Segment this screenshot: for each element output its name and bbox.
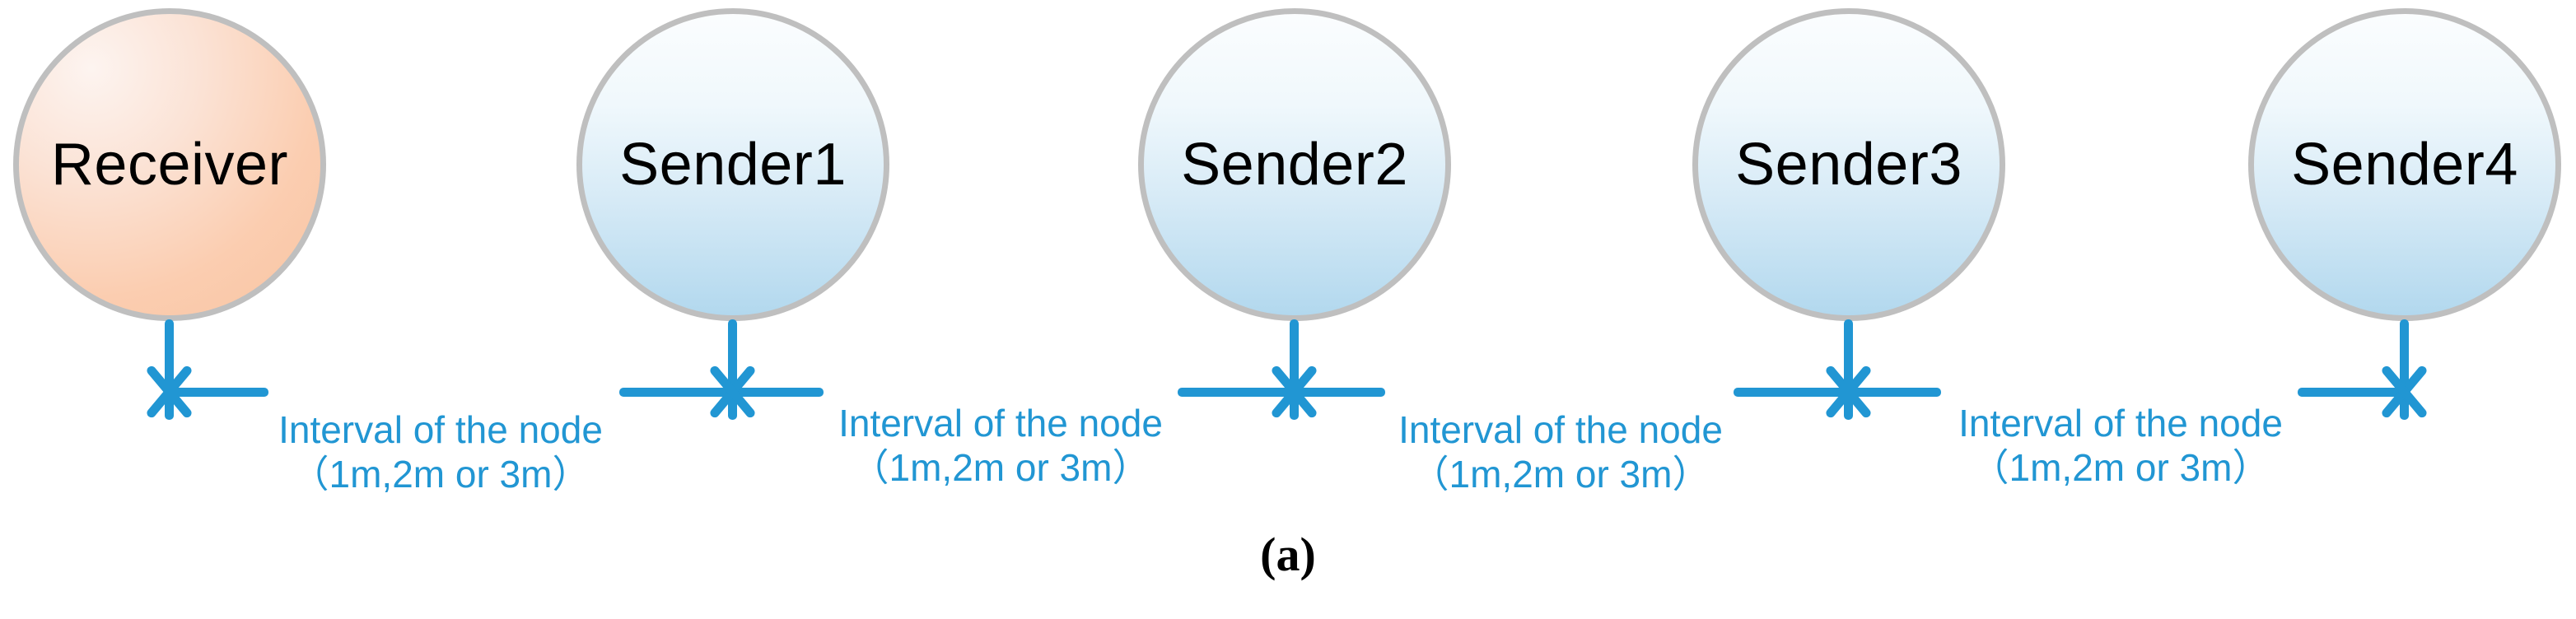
node-receiver[interactable]: Receiver	[13, 8, 326, 321]
dimension-line-2b	[1178, 388, 1295, 397]
node-label: Sender3	[1735, 132, 1962, 198]
interval-label-4: Interval of the node （1m,2m or 3m）	[1915, 401, 2326, 490]
figure-caption: (a)	[1260, 528, 1316, 581]
interval-label-line1: Interval of the node	[278, 408, 603, 451]
node-label: Sender2	[1181, 132, 1408, 198]
node-label: Receiver	[50, 132, 289, 198]
extension-line-sender3	[1844, 319, 1853, 420]
dimension-line-1a	[170, 388, 268, 397]
dimension-line-1b	[619, 388, 733, 397]
dimension-line-4a	[1849, 388, 1941, 397]
dimension-line-4b	[2298, 388, 2405, 397]
interval-label-line1: Interval of the node	[838, 402, 1163, 444]
interval-label-2: Interval of the node （1m,2m or 3m）	[795, 401, 1206, 490]
interval-label-line1: Interval of the node	[1398, 408, 1723, 451]
node-sender4[interactable]: Sender4	[2248, 8, 2561, 321]
node-sender2[interactable]: Sender2	[1138, 8, 1451, 321]
interval-label-line2: （1m,2m or 3m）	[1971, 446, 2270, 489]
extension-line-sender2	[1290, 319, 1299, 420]
interval-label-line2: （1m,2m or 3m）	[1411, 453, 1710, 496]
dimension-line-3a	[1295, 388, 1385, 397]
interval-label-1: Interval of the node （1m,2m or 3m）	[235, 407, 646, 496]
interval-label-line2: （1m,2m or 3m）	[851, 446, 1150, 489]
dimension-line-2a	[733, 388, 824, 397]
interval-label-line2: （1m,2m or 3m）	[291, 453, 590, 496]
interval-label-line1: Interval of the node	[1958, 402, 2283, 444]
node-sender3[interactable]: Sender3	[1692, 8, 2005, 321]
extension-line-receiver	[165, 319, 174, 420]
dimension-line-3b	[1734, 388, 1849, 397]
node-label: Sender1	[619, 132, 847, 198]
node-label: Sender4	[2291, 132, 2518, 198]
node-sender1[interactable]: Sender1	[576, 8, 889, 321]
extension-line-sender4	[2400, 319, 2409, 420]
interval-label-3: Interval of the node （1m,2m or 3m）	[1355, 407, 1766, 496]
extension-line-sender1	[728, 319, 737, 420]
